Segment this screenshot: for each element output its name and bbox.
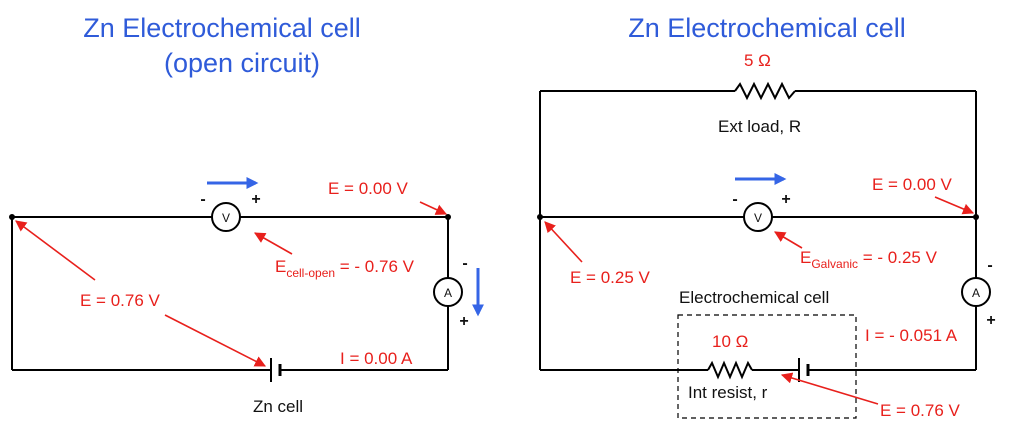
- left-title-line1: Zn Electrochemical cell: [83, 13, 361, 43]
- right-load-label: Ext load, R: [718, 117, 801, 136]
- left-battery-symbol: [270, 358, 282, 382]
- left-potential-left-label: E = 0.76 V: [80, 291, 161, 310]
- right-int-resistor: [707, 360, 753, 380]
- left-ammeter-letter: A: [444, 286, 452, 300]
- right-cell-box-label: Electrochemical cell: [679, 288, 829, 307]
- right-load-resistor: [734, 81, 796, 101]
- left-pointer-voltmeter: [254, 232, 293, 255]
- right-current-label: I = - 0.051 A: [865, 326, 958, 345]
- right-cell-dashed-box: [677, 314, 857, 419]
- left-circuit-wires: [11, 216, 449, 371]
- left-cell-potential-label: Ecell-open = - 0.76 V: [275, 257, 415, 280]
- left-voltmeter-plus-sign: +: [251, 191, 260, 208]
- right-ammeter: A: [961, 277, 991, 307]
- right-load-resistance-value: 5 Ω: [744, 51, 771, 70]
- right-node-right: [973, 214, 979, 220]
- right-potential-left-label: E = 0.25 V: [570, 268, 651, 287]
- right-ammeter-letter: A: [972, 286, 980, 300]
- right-circuit-wires: [539, 90, 977, 371]
- left-ammeter-plus-sign: +: [459, 313, 468, 330]
- right-ammeter-minus-sign: -: [987, 257, 992, 274]
- right-pointer-left-node: [544, 221, 583, 263]
- right-voltmeter-plus-sign: +: [781, 191, 790, 208]
- left-node-left: [9, 214, 15, 220]
- right-int-resistance-value: 10 Ω: [712, 332, 748, 351]
- right-pointer-right-node: [934, 196, 975, 215]
- right-battery-symbol: [798, 358, 810, 382]
- left-pointer-battery: [164, 314, 266, 367]
- right-panel: Zn Electrochemical cell 5 Ω Ext load, R …: [537, 13, 996, 420]
- left-ammeter-minus-sign: -: [462, 255, 467, 272]
- left-pointer-left-node: [15, 220, 96, 281]
- left-current-label: I = 0.00 A: [340, 349, 413, 368]
- right-title: Zn Electrochemical cell: [628, 13, 906, 43]
- left-voltmeter-letter: V: [222, 211, 230, 225]
- right-ammeter-plus-sign: +: [986, 312, 995, 329]
- right-galvanic-potential-label: EGalvanic = - 0.25 V: [800, 248, 938, 271]
- right-voltmeter-letter: V: [754, 211, 762, 225]
- right-voltmeter-minus-sign: -: [732, 191, 737, 208]
- left-node-right: [445, 214, 451, 220]
- left-potential-right-label: E = 0.00 V: [328, 179, 409, 198]
- left-pointer-right-node: [419, 201, 448, 215]
- right-pointer-battery: [780, 372, 879, 405]
- right-cell-potential-label: E = 0.76 V: [880, 401, 961, 420]
- right-pointer-voltmeter: [774, 231, 803, 249]
- left-voltmeter: V: [211, 202, 241, 232]
- right-voltmeter: V: [743, 202, 773, 232]
- left-cell-label: Zn cell: [253, 397, 303, 416]
- left-title-line2: (open circuit): [164, 48, 320, 78]
- right-node-left: [537, 214, 543, 220]
- right-potential-right-label: E = 0.00 V: [872, 175, 953, 194]
- left-voltmeter-minus-sign: -: [200, 191, 205, 208]
- right-int-label: Int resist, r: [688, 383, 768, 402]
- left-panel: Zn Electrochemical cell (open circuit) V…: [9, 13, 484, 416]
- left-ammeter: A: [433, 277, 463, 307]
